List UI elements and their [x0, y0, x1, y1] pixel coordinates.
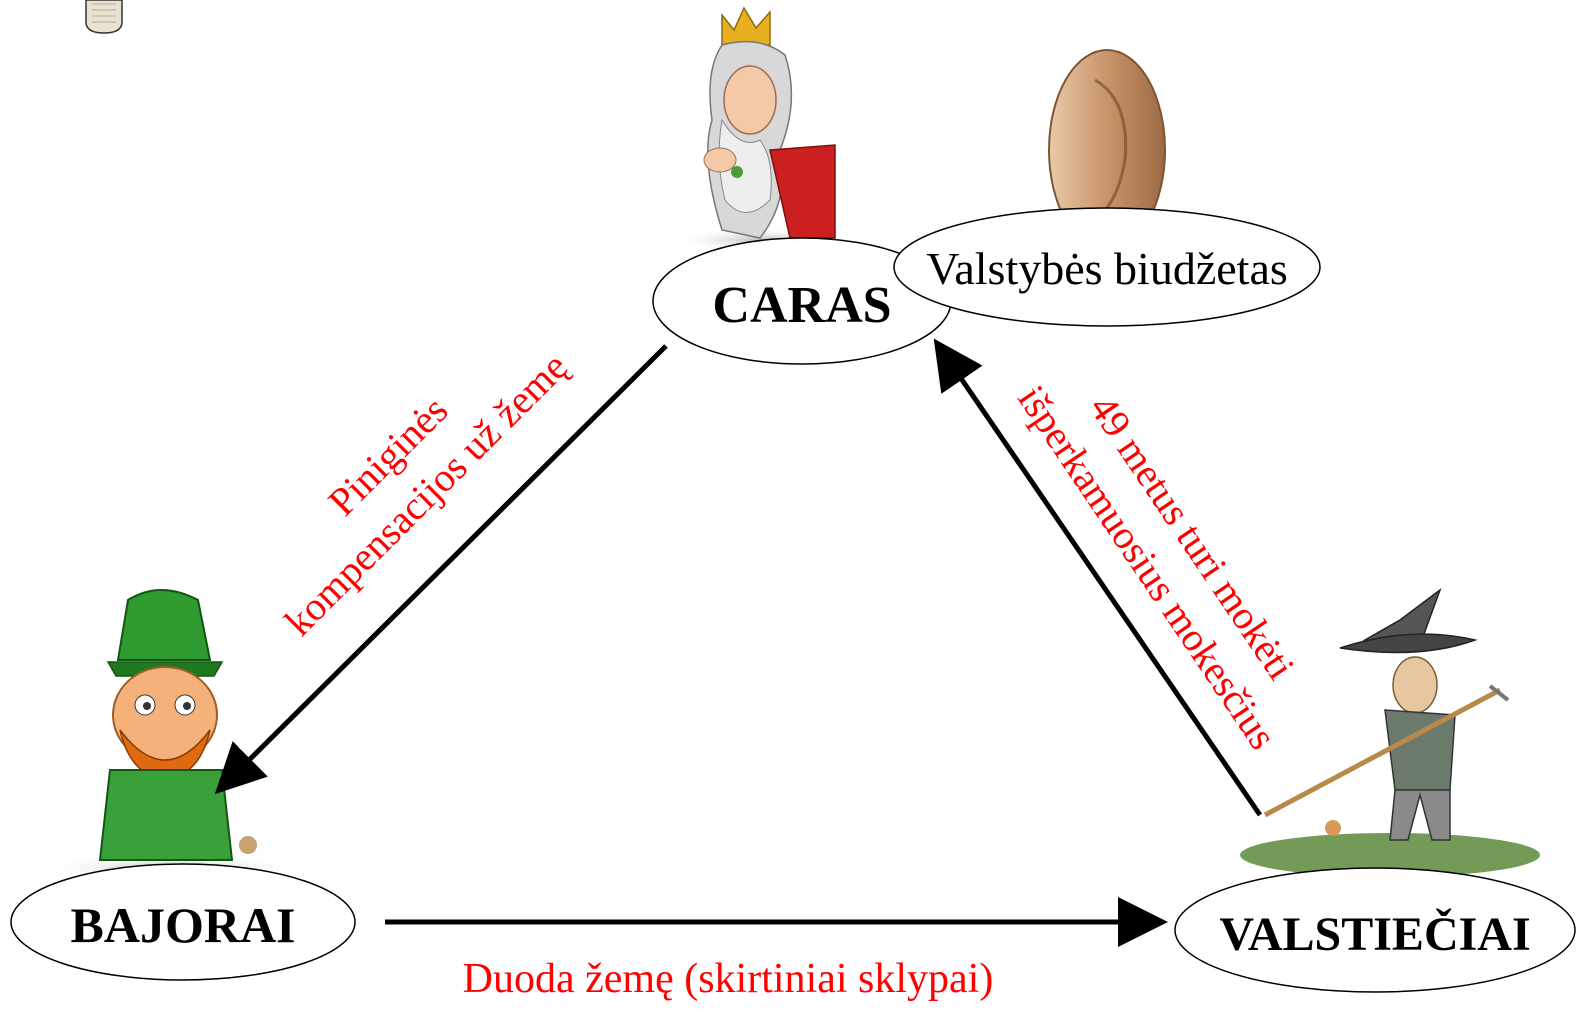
edge-label-valstieciai-to-caras: 49 metus turi mokėti išperkamuosius moke…	[1009, 377, 1304, 757]
node-valstieciai: VALSTIEČIAI	[1174, 867, 1576, 993]
node-caras-label: CARAS	[712, 277, 891, 334]
king-figure	[670, 6, 850, 252]
node-bajorai-label: BAJORAI	[70, 897, 295, 953]
farmer-with-rake-figure	[1240, 587, 1540, 877]
scroll-icon	[85, 0, 123, 34]
node-biudzetas-label: Valstybės biudžetas	[926, 243, 1288, 294]
node-bajorai: BAJORAI	[10, 863, 356, 981]
node-valstieciai-label: VALSTIEČIAI	[1219, 907, 1530, 961]
arrow-caras-to-bajorai	[214, 344, 668, 795]
edge-label-caras-to-bajorai: Piniginės kompensacijos už žemę	[276, 344, 576, 644]
edge-label-bajorai-to-valstieciai: Duoda žemę (skirtiniai sklypai)	[463, 956, 994, 1002]
leprechaun-noble-figure	[40, 589, 300, 882]
arrow-valstieciai-to-caras	[933, 338, 1263, 817]
node-biudzetas: Valstybės biudžetas	[893, 207, 1321, 327]
